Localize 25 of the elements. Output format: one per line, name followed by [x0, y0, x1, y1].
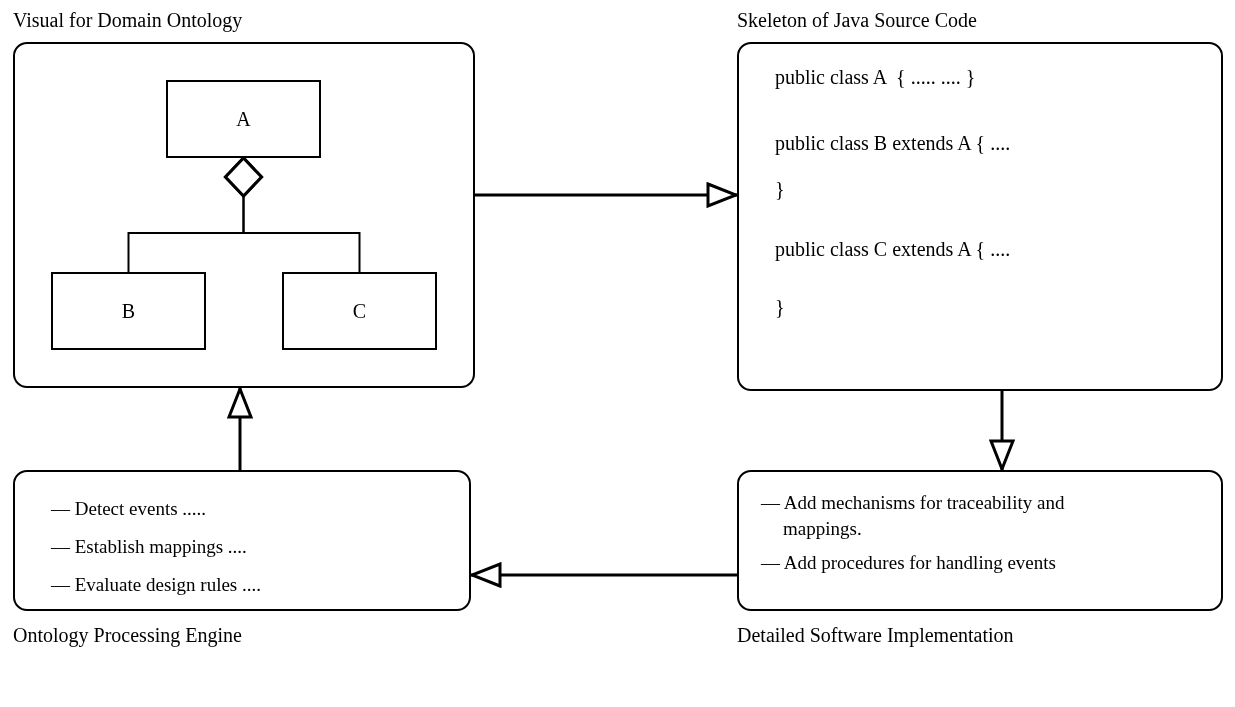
class-box — [51, 272, 206, 350]
arrow — [475, 182, 738, 208]
arrow — [470, 562, 737, 588]
aggregation-connector — [224, 156, 361, 273]
box-title: Skeleton of Java Source Code — [737, 8, 977, 32]
text-line: public class B extends A { .... — [775, 131, 1011, 156]
class-name: C — [352, 299, 367, 324]
arrow — [227, 387, 253, 470]
text-line: } — [775, 295, 785, 320]
text-line: — Add mechanisms for traceability and mappings. — [761, 491, 1066, 541]
text-line: public class A { ..... .... } — [775, 65, 976, 90]
text-line: — Add procedures for handling events — [761, 551, 1056, 575]
class-box — [166, 80, 321, 158]
text-line: — Establish mappings .... — [51, 535, 247, 559]
class-name: B — [121, 299, 136, 324]
text-line: — Evaluate design rules .... — [51, 573, 261, 597]
text-line: public class C extends A { .... — [775, 237, 1011, 262]
class-box — [282, 272, 437, 350]
text-line: } — [775, 177, 785, 202]
text-line: — Detect events ..... — [51, 497, 207, 521]
box-title: Visual for Domain Ontology — [13, 8, 243, 32]
box-title: Ontology Processing Engine — [13, 623, 242, 647]
class-name: A — [236, 107, 251, 132]
box-title: Detailed Software Implementation — [737, 623, 1014, 647]
arrow — [989, 391, 1015, 471]
